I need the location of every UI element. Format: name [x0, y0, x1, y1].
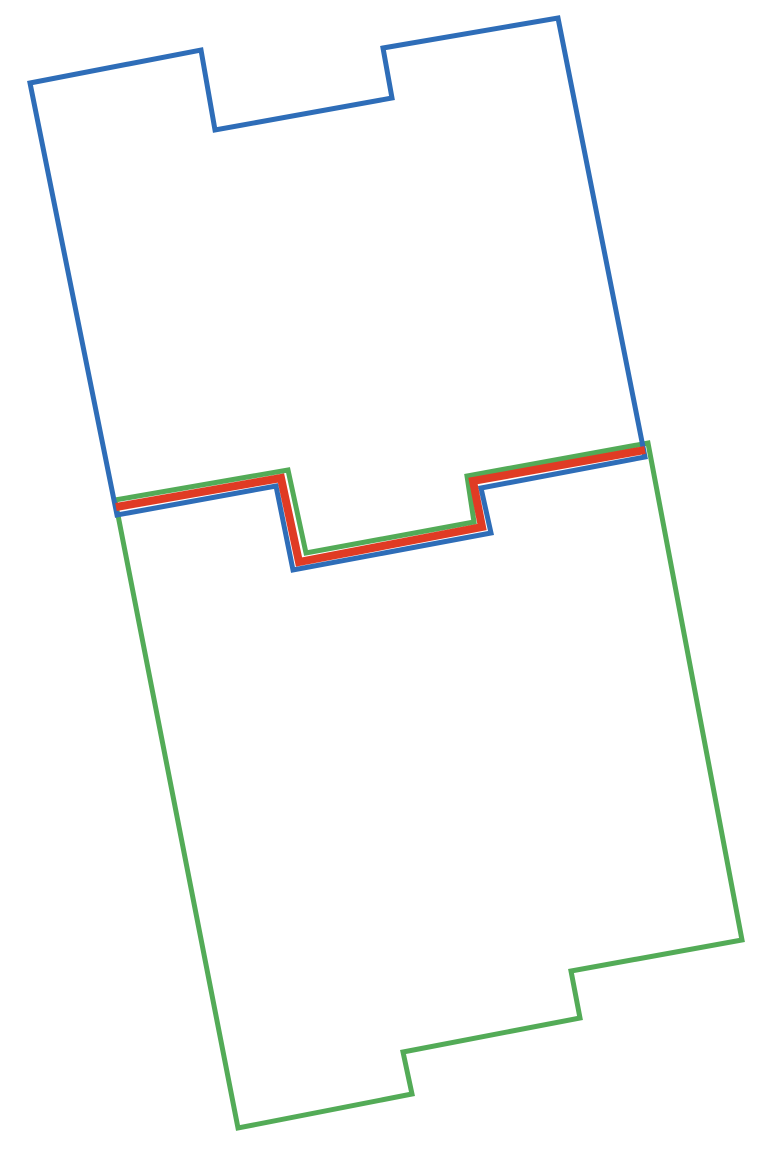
top-puzzle-piece — [27, 15, 648, 573]
bottom-puzzle-piece — [112, 440, 745, 1131]
shared-boundary — [115, 446, 646, 567]
